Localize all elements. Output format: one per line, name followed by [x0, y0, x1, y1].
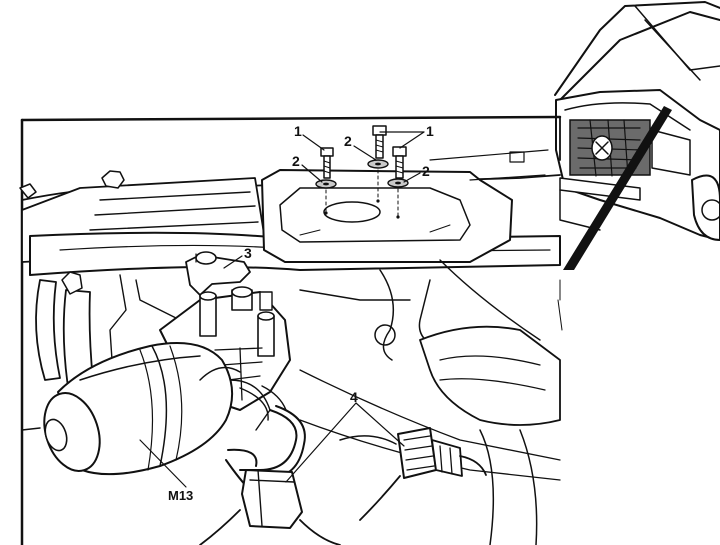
callout-washer-left: 2 — [292, 153, 300, 169]
leader-lines — [139, 131, 425, 488]
washers — [315, 159, 409, 219]
callout-washer-right: 2 — [422, 163, 430, 179]
wiper-motor — [43, 342, 241, 476]
electrical-connector — [339, 427, 487, 521]
callout-connector: 4 — [350, 389, 358, 405]
callout-bracket: 3 — [244, 245, 252, 261]
vehicle-inset — [554, 1, 720, 331]
callout-bolt-right: 1 — [426, 123, 434, 139]
wiring-harness — [199, 405, 341, 545]
mounting-bracket — [185, 251, 251, 296]
callout-labels: 1 1 2 2 2 3 4 M13 — [168, 123, 434, 503]
pointer-beam — [563, 106, 672, 270]
callout-washer-mid: 2 — [344, 133, 352, 149]
engine-bay-parts — [21, 259, 561, 545]
fastener-bolts — [320, 125, 407, 179]
component-label-m13: M13 — [168, 488, 193, 503]
cowl-panel — [19, 149, 561, 276]
callout-bolt-left: 1 — [294, 123, 302, 139]
